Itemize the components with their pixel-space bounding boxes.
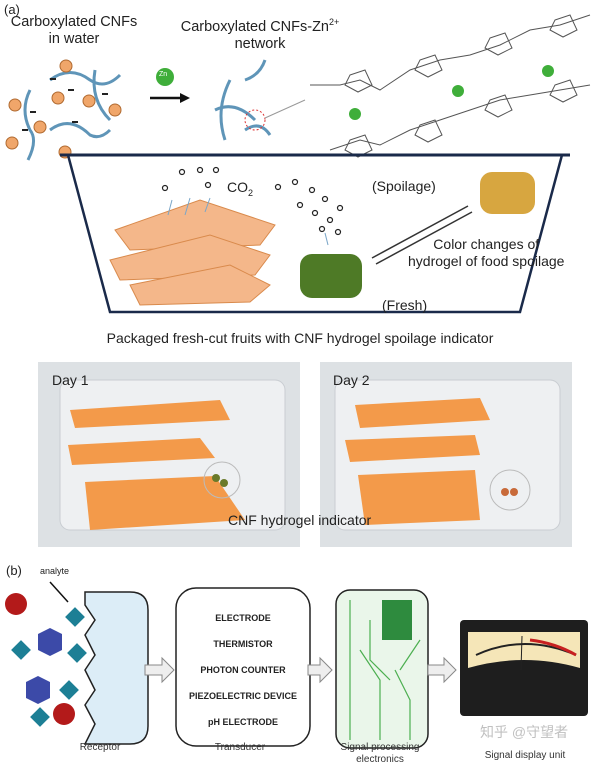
zn-ions-in-structure <box>349 65 554 120</box>
co2-label: CO2 <box>227 179 253 198</box>
caption-transducer: Transducer <box>214 742 266 753</box>
co2-subscript: 2 <box>248 187 254 198</box>
zn-ion-icon <box>156 68 174 86</box>
transducer-item: THERMISTOR <box>213 639 273 649</box>
left-title-line1: Carboxylated CNFs <box>10 14 138 30</box>
day1-label: Day 1 <box>52 372 89 388</box>
mid-title-line2: network <box>234 35 286 52</box>
transducer-item: PHOTON COUNTER <box>200 665 286 675</box>
analyte-label: analyte <box>40 566 70 576</box>
negative-charges <box>22 78 108 131</box>
fresh-label: (Fresh) <box>382 297 428 313</box>
analyte-molecules-icon <box>5 593 87 727</box>
zn-label: Zn <box>159 71 168 78</box>
fresh-hydrogel-icon <box>300 254 362 298</box>
chemical-structure <box>310 14 591 158</box>
panel-b-label: (b) <box>6 563 22 578</box>
transducer-list: ELECTRODE THERMISTOR PHOTON COUNTER PIEZ… <box>173 605 313 735</box>
mid-title: Carboxylated CNFs-Zn2+ network <box>172 14 348 53</box>
spoiled-hydrogel-icon <box>480 172 535 214</box>
transducer-item: PIEZOELECTRIC DEVICE <box>188 691 297 701</box>
color-changes-line1: Color changes of <box>433 236 540 252</box>
transducer-item: ELECTRODE <box>215 613 271 623</box>
positive-ions-icon <box>5 59 122 159</box>
mid-title-superscript: 2+ <box>329 17 340 27</box>
left-title-line2: in water <box>48 31 100 47</box>
panel-a-label: (a) <box>4 2 20 17</box>
mid-title-line1: Carboxylated CNFs-Zn <box>180 18 329 35</box>
transducer-item: pH ELECTRODE <box>207 717 278 727</box>
caption-receptor: Receptor <box>79 742 121 753</box>
co2-bubbles-icon <box>161 166 344 236</box>
caption-a: Packaged fresh-cut fruits with CNF hydro… <box>106 330 494 346</box>
caption-signal-processing: Signal processing electronics <box>340 742 420 765</box>
co2-text: CO <box>227 179 248 195</box>
receptor-shape <box>83 591 149 745</box>
double-arrow-icon <box>371 205 473 265</box>
left-title: Carboxylated CNFs in water <box>4 14 144 48</box>
caption-display: Signal display unit <box>484 750 566 761</box>
day2-label: Day 2 <box>333 372 370 388</box>
watermark: 知乎 @守望者 <box>480 724 569 740</box>
indicator-label: CNF hydrogel indicator <box>228 512 372 528</box>
cnf-fibers-icon <box>23 69 122 161</box>
color-changes-label: Color changes of hydrogel of food spoila… <box>408 236 564 270</box>
color-changes-line2: hydrogel of food spoilage <box>408 253 565 269</box>
cnf-network-icon <box>214 59 272 141</box>
spoilage-label: (Spoilage) <box>372 178 436 194</box>
flow-arrows <box>144 656 457 684</box>
fruit-slices-icon <box>109 199 276 306</box>
